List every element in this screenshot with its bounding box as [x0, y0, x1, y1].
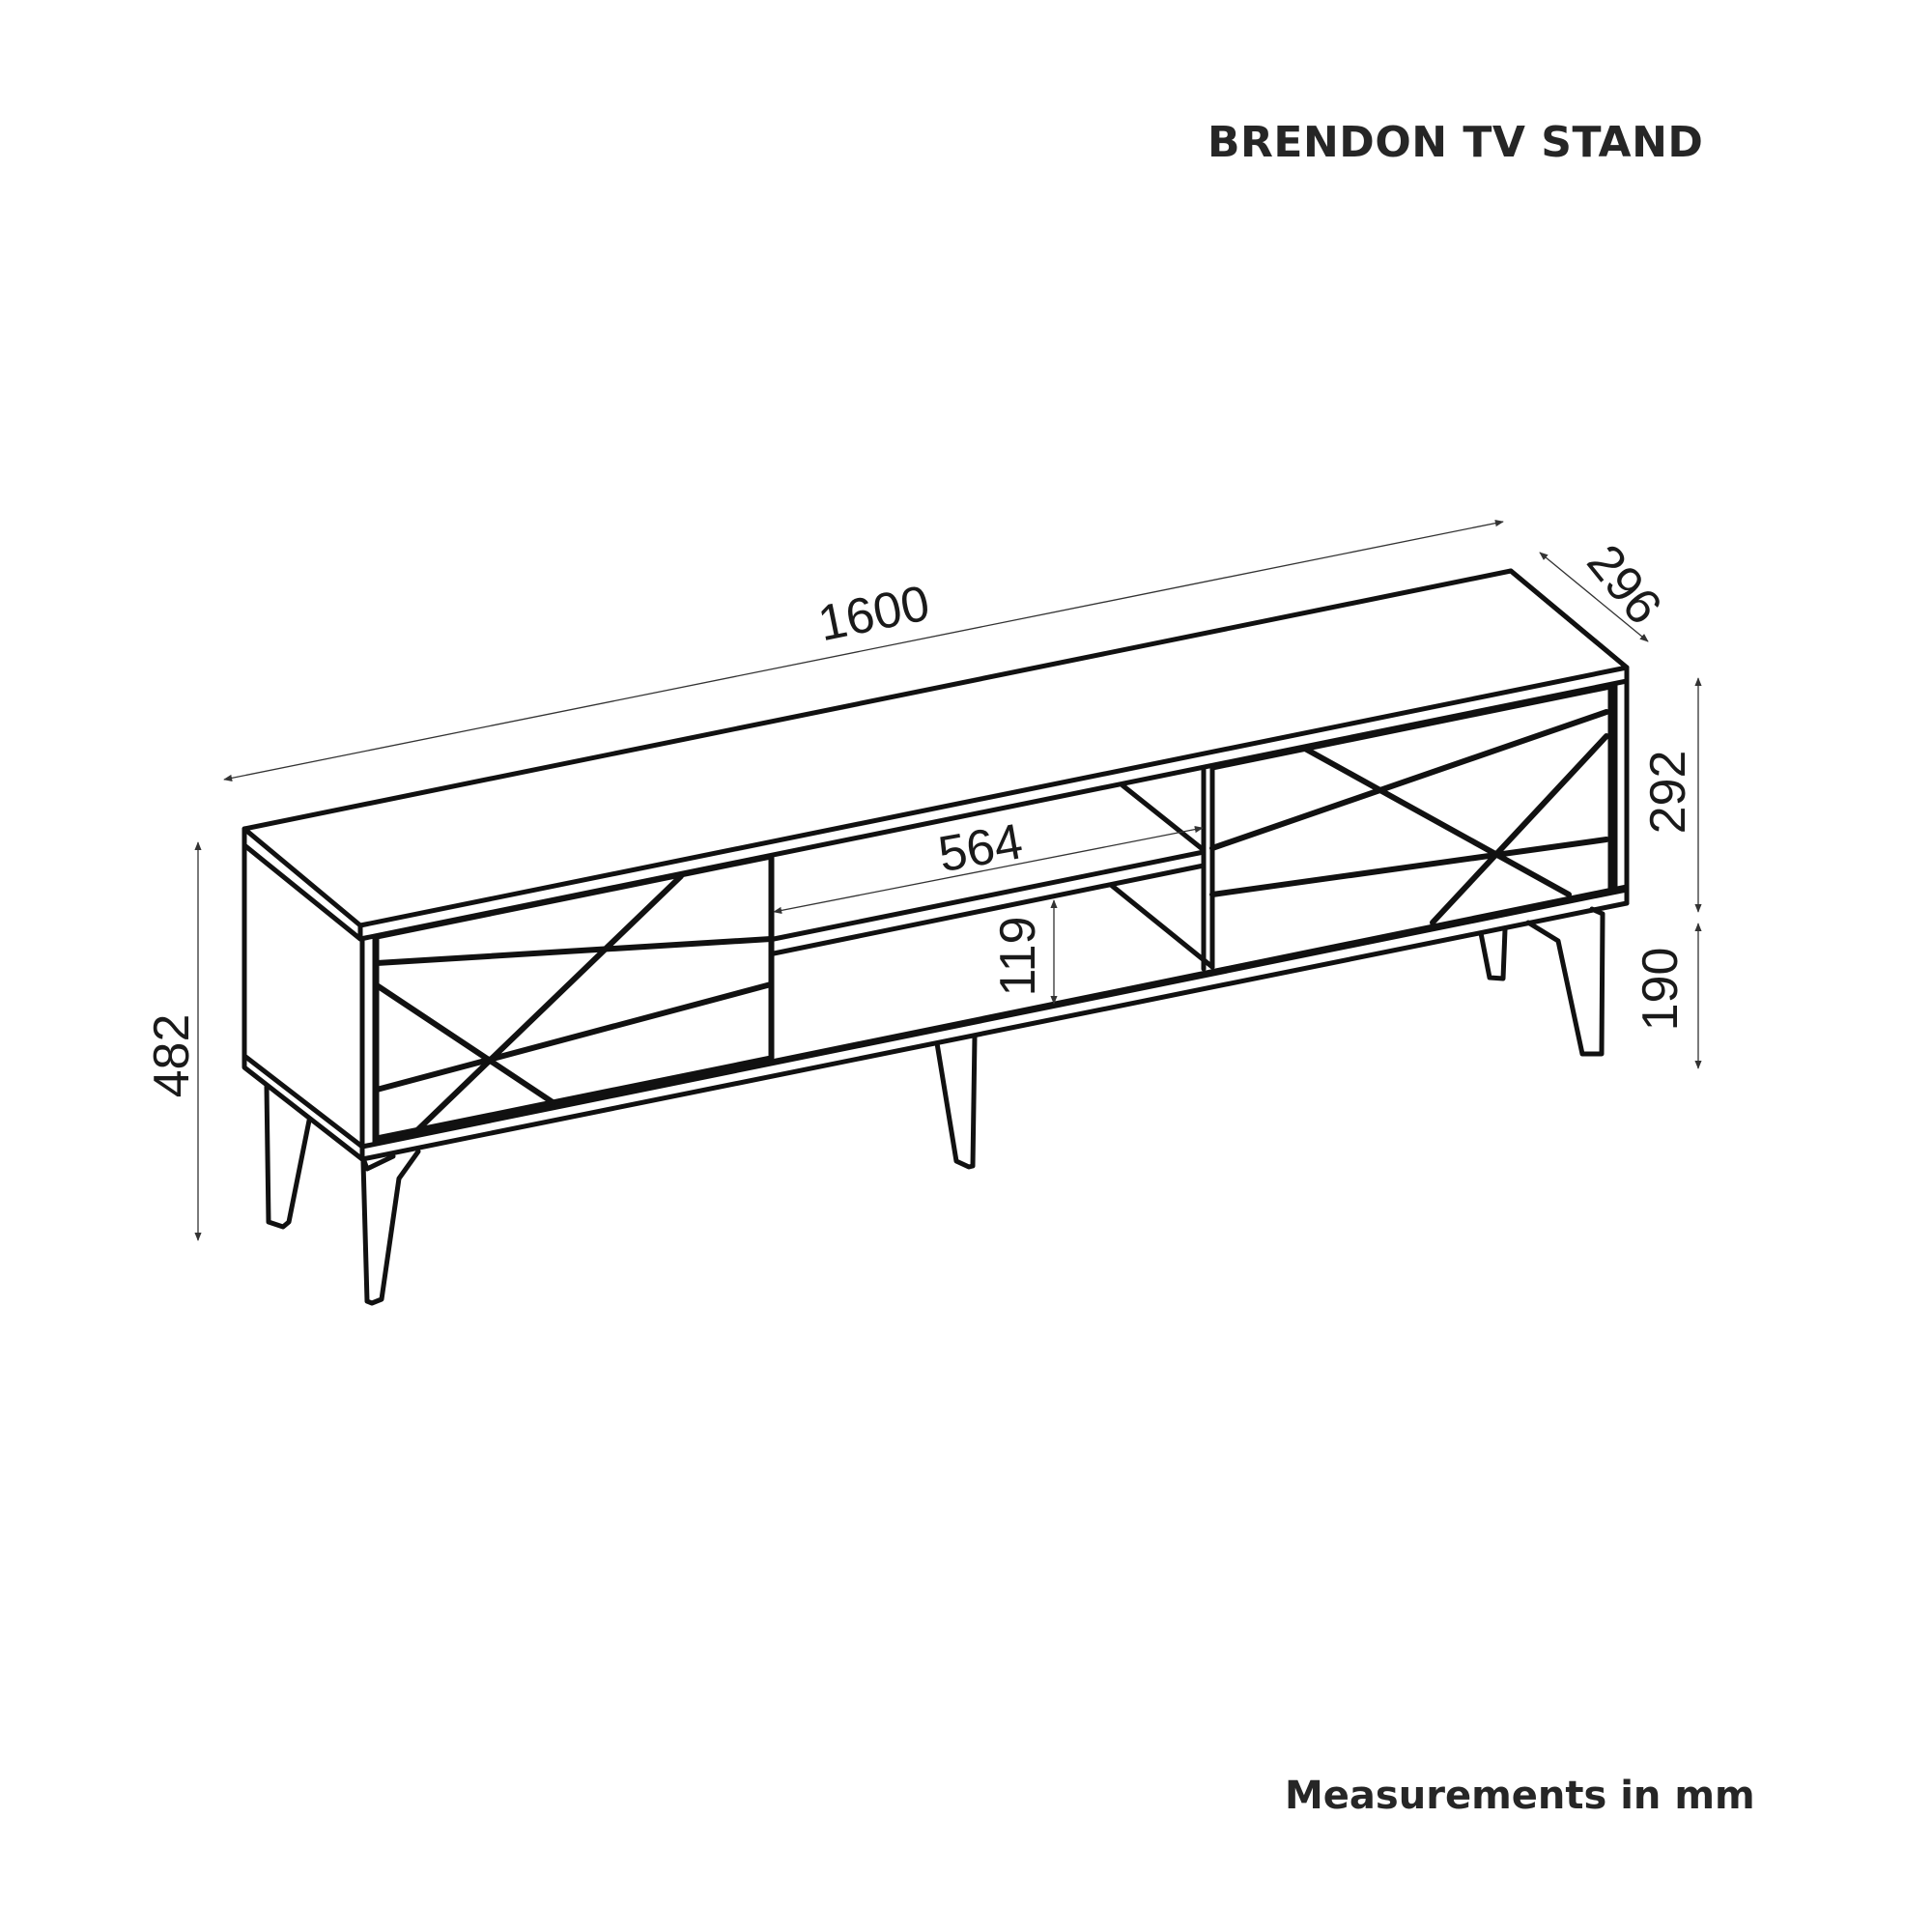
decor-line-8 — [1430, 733, 1609, 925]
dimension-leg-height: 190 — [1633, 923, 1702, 1069]
top-surface — [242, 568, 1630, 928]
bottom-slab-left — [242, 1053, 365, 1162]
page-title: BRENDON TV STAND — [1208, 118, 1704, 167]
right-end-panel — [1607, 678, 1630, 906]
decor-line-2 — [374, 982, 555, 1105]
leg-middle — [934, 1034, 978, 1170]
dimension-opening-height: 119 — [990, 899, 1058, 1005]
leg-back-left — [264, 1084, 312, 1230]
dim-opening-width-label: 564 — [934, 813, 1027, 883]
dimension-depth: 296 — [1539, 534, 1672, 642]
dimension-total-height: 482 — [144, 841, 202, 1241]
dim-width-label: 1600 — [813, 575, 934, 652]
legs — [264, 906, 1605, 1306]
leg-front-left — [360, 1149, 421, 1306]
decor-line-1 — [374, 936, 774, 966]
leg-front-right — [1525, 906, 1605, 1057]
decor-line-5 — [1209, 709, 1609, 851]
decor-line-6 — [1209, 837, 1609, 897]
dimension-body-height: 292 — [1640, 677, 1702, 913]
dim-total-height-label: 482 — [144, 1014, 200, 1098]
dim-body-height-label: 292 — [1640, 751, 1696, 835]
units-note: Measurements in mm — [1285, 1774, 1755, 1818]
left-drawer-front — [374, 854, 774, 1141]
dim-leg-height-label: 190 — [1633, 948, 1689, 1032]
dimension-width: 1600 — [223, 520, 1504, 781]
decor-line-3 — [414, 873, 684, 1133]
dim-depth-label: 296 — [1576, 534, 1672, 635]
top-slab-front — [357, 665, 1630, 942]
front-left-stile — [359, 936, 378, 1162]
dim-opening-height-label: 119 — [990, 917, 1046, 997]
decor-line-4 — [374, 981, 774, 1093]
leg-back-right — [1478, 926, 1508, 981]
